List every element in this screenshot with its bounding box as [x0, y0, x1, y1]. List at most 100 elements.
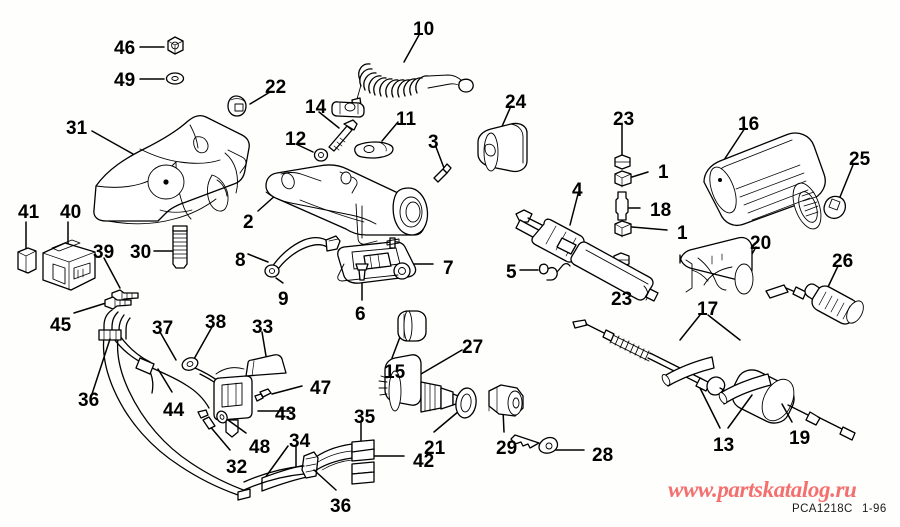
callout-retainer-nut-lower[interactable]: 23: [611, 289, 633, 310]
part-47-screw-machine: [254, 385, 303, 402]
callout-ground-strap[interactable]: 8: [235, 250, 246, 271]
callout-cable-jacket-upper[interactable]: 36: [78, 390, 100, 411]
part-22-bushing: [227, 91, 271, 117]
part-31-tiller-handle-cowl: [91, 114, 250, 225]
part-8-ground-strap: [247, 235, 341, 278]
part-1b-nut-lower: [614, 220, 668, 238]
callout-terminal-cover[interactable]: 41: [18, 202, 40, 223]
callout-nut-upper[interactable]: 1: [658, 162, 669, 183]
part-3-roll-pin: [433, 146, 452, 183]
callout-tiller-handle-arm[interactable]: 2: [243, 212, 254, 233]
part-43-switch-bracket: [213, 367, 291, 438]
callout-sleeve-collar[interactable]: 24: [505, 92, 527, 113]
callout-connector-housing[interactable]: 40: [60, 202, 82, 223]
part-45-terminal-pin-lower: [73, 296, 132, 314]
callout-wire-harness-clip[interactable]: 37: [152, 318, 174, 339]
callout-ignition-key[interactable]: 28: [592, 445, 614, 466]
callout-bolt-hex[interactable]: 30: [130, 242, 152, 263]
callout-grip-retainer[interactable]: 20: [750, 233, 772, 254]
part-13-tube-pair: [661, 356, 772, 429]
part-number-label: PCA1218C: [792, 503, 853, 515]
callout-grommet-cap[interactable]: 15: [384, 362, 406, 383]
part-29-switch-nut: [488, 384, 524, 433]
callout-screw-short[interactable]: 6: [355, 304, 366, 325]
callout-cable-drum[interactable]: 19: [789, 428, 811, 449]
part-10-lanyard-stop-switch: [331, 34, 474, 118]
part-4-throttle-shaft-assembly: [515, 193, 659, 302]
callout-throttle-grip[interactable]: 16: [738, 114, 760, 135]
part-7-shift-bracket: [337, 237, 434, 284]
callout-tiller-handle-cowl[interactable]: 31: [66, 118, 88, 139]
part-38-grommet-harness: [181, 326, 213, 371]
callout-retainer-clip[interactable]: 5: [506, 262, 517, 283]
part-18-spacer-sleeve: [615, 191, 641, 221]
callout-connector-block[interactable]: 35: [354, 407, 376, 428]
callout-wire-loom[interactable]: 44: [163, 400, 185, 421]
watermark: www.partskatalog.ru: [668, 477, 857, 502]
part-19-cable-drum-leader: [781, 403, 793, 423]
callout-cable-sleeve[interactable]: 34: [289, 431, 311, 452]
part-40-connector-housing: [42, 221, 96, 291]
callout-flat-washer[interactable]: 49: [114, 70, 136, 91]
part-41-terminal-cover: [17, 221, 37, 274]
callout-lock-nut[interactable]: 46: [114, 38, 136, 59]
part-5-retainer-clip: [519, 262, 571, 281]
callout-screw-self-tapping[interactable]: 32: [226, 457, 248, 478]
callout-ignition-key-switch[interactable]: 27: [462, 337, 484, 358]
callout-grommet-harness[interactable]: 38: [205, 312, 227, 333]
part-35-42-connector-block: [243, 420, 405, 491]
revision-date-label: 1-96: [862, 503, 887, 515]
callout-cover-plate[interactable]: 33: [252, 317, 274, 338]
callout-terminal-set[interactable]: 42: [413, 451, 435, 472]
callout-grip-end-cap[interactable]: 25: [849, 149, 871, 170]
part-9-terminal-leader: [275, 277, 284, 284]
part-16-throttle-grip: [703, 127, 826, 230]
part-33-cover-plate: [245, 331, 287, 377]
part-25-grip-end-cap: [823, 164, 854, 219]
callout-lock-washer[interactable]: 21: [424, 438, 446, 459]
part-14-screw: [318, 111, 358, 152]
callout-bushing-small[interactable]: 12: [285, 129, 307, 150]
part-28-ignition-key: [510, 434, 585, 454]
part-1a-nut-upper: [614, 170, 649, 188]
cable-spring-section: [609, 333, 652, 362]
callout-nut-lower[interactable]: 1: [677, 223, 688, 244]
part-26-throttle-cable-end: [765, 265, 864, 325]
part-2-tiller-handle-arm: [257, 164, 429, 245]
callout-throttle-shaft-assembly[interactable]: 4: [572, 180, 583, 201]
callout-retainer-nut-upper[interactable]: 23: [613, 109, 635, 130]
callout-cable-jacket-lower[interactable]: 36: [330, 496, 352, 517]
callout-screw-machine[interactable]: 47: [310, 378, 332, 399]
callout-switch-nut[interactable]: 29: [496, 438, 518, 459]
part-21-lock-washer: [433, 387, 477, 433]
callout-pin-roll[interactable]: 3: [428, 132, 439, 153]
part-20-grip-retainer: [679, 236, 757, 295]
part-49-washer: [139, 72, 185, 85]
part-27-ignition-key-switch: [378, 349, 463, 413]
callout-clamp-bracket[interactable]: 11: [396, 109, 417, 130]
part-24-sleeve-collar: [477, 105, 528, 173]
part-34-cable-sleeve: [261, 445, 313, 492]
callout-bushing-grommet[interactable]: 22: [265, 77, 287, 98]
part-30-bolt: [153, 225, 188, 269]
callout-spacer-sleeve[interactable]: 18: [650, 200, 672, 221]
callout-tube-pair[interactable]: 13: [713, 435, 735, 456]
callout-bushing-insert[interactable]: 48: [249, 437, 271, 458]
callout-terminal-pin-upper[interactable]: 39: [93, 242, 115, 263]
part-37-wire-harness-clip: [159, 331, 177, 361]
part-6-screw-short: [355, 263, 369, 301]
part-23a-retainer-nut: [614, 124, 631, 170]
part-48-bushing-insert: [216, 410, 247, 434]
callout-terminal-ring[interactable]: 9: [278, 289, 289, 310]
callout-throttle-cable-end[interactable]: 26: [832, 251, 854, 272]
callout-screw-long[interactable]: 14: [305, 97, 327, 118]
callout-lanyard-coil-stop-switch[interactable]: 10: [413, 19, 435, 40]
callout-terminal-pin-lower[interactable]: 45: [50, 315, 72, 336]
callout-throttle-cable[interactable]: 17: [697, 299, 719, 320]
coil-spring: [358, 63, 429, 98]
callout-shift-bracket[interactable]: 7: [443, 258, 454, 279]
part-11-clamp-bracket: [354, 121, 399, 159]
callout-switch-bracket[interactable]: 43: [275, 404, 297, 425]
